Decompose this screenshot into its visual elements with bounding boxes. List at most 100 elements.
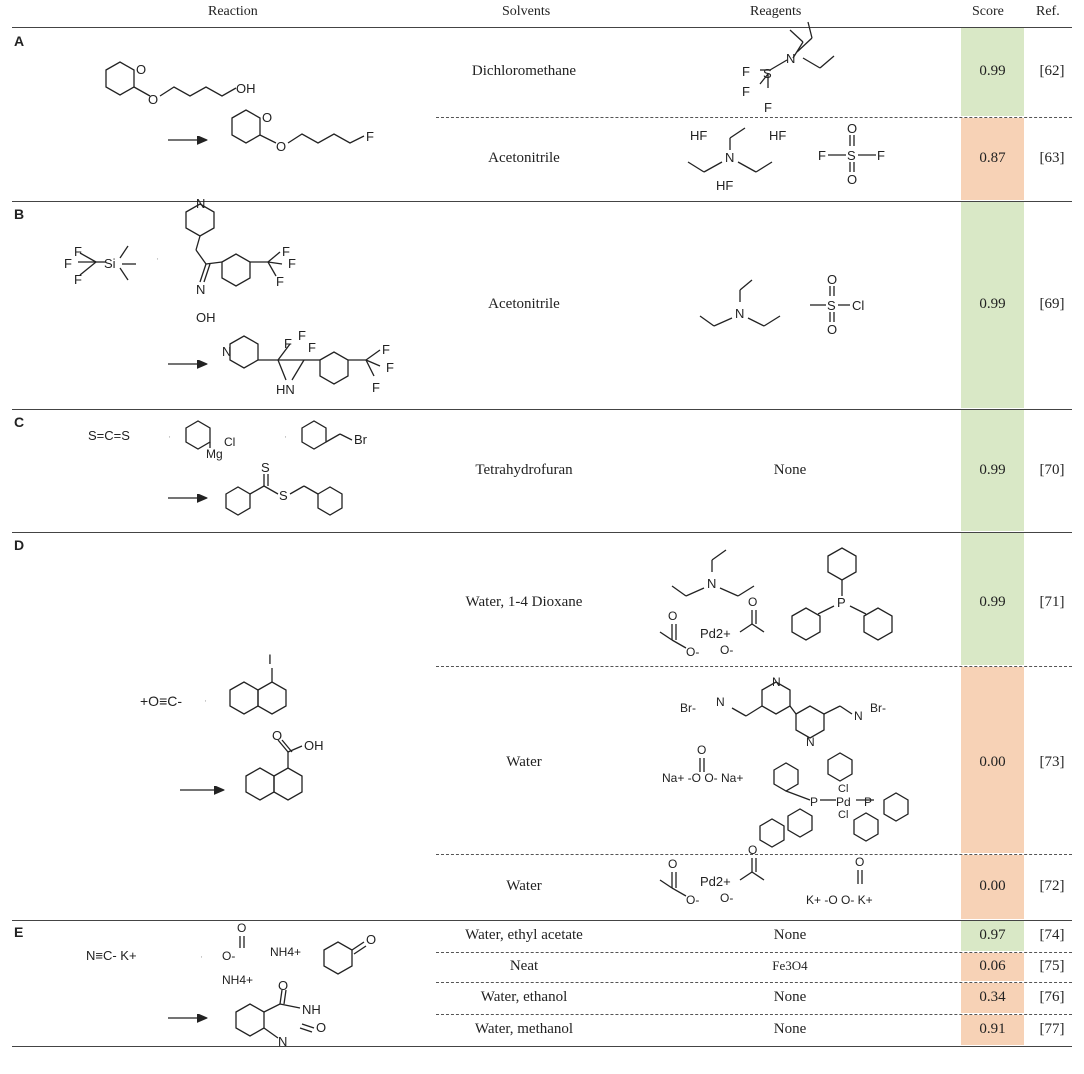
svg-text:F: F [288,256,296,271]
svg-text:K+ -O O- K+: K+ -O O- K+ [806,893,873,907]
row-divider [436,666,1072,667]
svg-text:O: O [148,92,158,107]
table-rule [12,532,1072,533]
solvent-cell: Acetonitrile [488,150,560,166]
iodonaphthalene-molecule [229,668,287,715]
svg-text:N: N [196,282,205,297]
solvent-cell: Acetonitrile [488,296,560,312]
svg-text:O: O [847,172,857,187]
ammonium-carbonate-molecule [239,936,245,948]
solvent-cell: Water, 1-4 Dioxane [465,594,583,610]
section-label-d: D [14,537,25,553]
plus-sign: · [284,432,287,442]
header-score: Score [972,4,1004,19]
solvent-cell: Dichloromethane [471,63,577,79]
svg-text:N: N [716,695,725,709]
svg-text:O-: O- [720,643,733,657]
svg-text:O: O [748,843,757,857]
svg-text:Br-: Br- [870,701,886,715]
thp-fluoride-molecule [231,109,365,144]
svg-text:N: N [725,150,734,165]
score-value: 0.06 [979,958,1006,974]
svg-text:F: F [742,64,750,79]
svg-text:Pd2+: Pd2+ [700,626,731,641]
tmscf3-molecule [78,245,136,281]
triphenylphosphine-reagent [791,547,893,641]
svg-text:F: F [877,148,885,163]
svg-text:F: F [74,272,82,287]
svg-text:N: N [806,735,815,749]
ref-value: [73] [1039,754,1065,770]
section-label-e: E [14,924,24,940]
row-divider [436,854,1072,855]
benzyl-bromide-molecule [301,420,353,450]
sulfuryl-fluoride-reagent [828,135,876,172]
svg-text:P: P [864,795,872,809]
svg-text:F: F [386,360,394,375]
svg-text:F: F [372,380,380,395]
reagent-cell: None [773,989,807,1005]
svg-text:Cl: Cl [224,435,235,449]
row-divider [436,982,1072,983]
score-value: 0.91 [979,1021,1006,1037]
svg-text:N: N [786,51,795,66]
triethylamine-reagent-d [671,549,755,597]
svg-text:O: O [262,110,272,125]
score-value: 0.97 [979,927,1006,943]
mesyl-chloride-reagent [810,286,850,322]
table-rule [12,409,1072,410]
svg-text:F: F [308,340,316,355]
plus-sign: · [204,696,207,706]
svg-text:F: F [366,129,374,144]
svg-text:Cl: Cl [838,783,848,795]
bipyridine-ligand-reagent [731,681,853,739]
score-bg [961,983,1024,1013]
ref-value: [69] [1039,296,1065,312]
solvent-cell: Water [506,754,542,770]
svg-text:O: O [278,978,288,993]
svg-text:HF: HF [690,128,707,143]
header-reagents: Reagents [750,4,802,19]
svg-text:Cl: Cl [852,298,864,313]
svg-text:O: O [748,595,757,609]
reagent-cell: None [773,1021,807,1037]
pd-dichloride-bis-pph3-reagent [759,752,909,848]
score-bg [961,855,1024,919]
score-value: 0.34 [979,989,1006,1005]
score-bg [961,410,1024,531]
svg-text:O: O [827,322,837,337]
sodium-carbonate-reagent [699,758,705,772]
plus-sign: · [200,952,203,962]
svg-text:Mg: Mg [206,447,223,461]
carbon-monoxide: +O≡C- [140,693,182,709]
svg-text:N: N [222,344,231,359]
svg-text:OH: OH [196,310,216,325]
triethylamine-reagent [699,279,781,327]
svg-text:F: F [64,256,72,271]
score-value: 0.00 [979,754,1006,770]
score-value: 0.87 [979,150,1006,166]
ref-value: [72] [1039,878,1065,894]
solvent-cell: Water, ethanol [480,989,568,1005]
svg-text:I: I [268,651,272,667]
svg-text:N: N [772,675,781,689]
svg-text:F: F [818,148,826,163]
solvent-cell: Water, methanol [474,1021,574,1037]
svg-text:Br: Br [354,432,368,447]
reagent-cell: Fe3O4 [772,958,808,973]
header-ref: Ref. [1036,4,1060,19]
svg-text:OH: OH [236,81,256,96]
svg-text:S: S [763,66,772,81]
pyridyl-oxime-molecule [185,203,283,287]
svg-text:N: N [278,1034,287,1049]
table-rule [12,201,1072,202]
plus-sign: · [168,432,171,442]
svg-text:F: F [382,342,390,357]
score-bg [961,667,1024,853]
svg-text:O-: O- [686,645,699,659]
score-bg [961,202,1024,408]
potassium-carbonate-reagent [857,870,863,884]
solvent-cell: Neat [509,958,539,974]
svg-text:N: N [735,306,744,321]
svg-text:Pd2+: Pd2+ [700,874,731,889]
